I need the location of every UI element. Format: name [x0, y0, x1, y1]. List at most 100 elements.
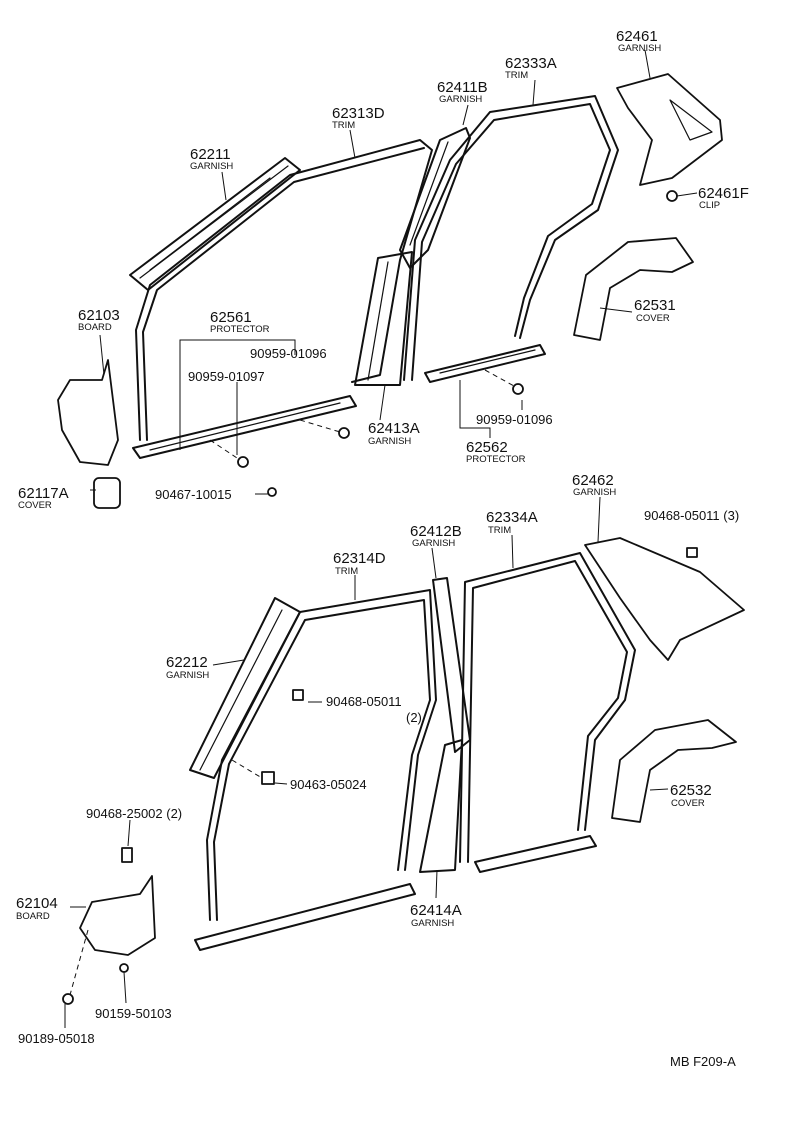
front-scuff-protector-62561 — [132, 395, 357, 459]
part-number: 62561 — [210, 309, 252, 326]
part-name: TRIM — [335, 566, 358, 577]
rear-door-trim-62333A — [403, 95, 619, 381]
label-62461: 62461 GARNISH — [616, 28, 661, 54]
top-leader-lines — [90, 49, 651, 495]
label-62104: 62104 BOARD — [16, 895, 58, 922]
label-62562: 62562 PROTECTOR — [466, 439, 526, 465]
label-62413A: 62413A GARNISH — [368, 420, 420, 447]
rear-door-trim-62334A — [459, 552, 636, 863]
clip-label-90468-05011-qty: (2) — [406, 710, 422, 725]
clip-label-90463-05024: 90463-05024 — [290, 777, 367, 792]
part-number: 62531 — [634, 297, 676, 314]
clip-label-90159-50103: 90159-50103 — [95, 1006, 172, 1021]
part-number: 62117A — [18, 485, 69, 502]
center-pillar-garnish-62414A — [419, 739, 463, 873]
front-door-trim-62313D — [135, 139, 433, 441]
part-number: 62412B — [410, 523, 462, 540]
part-name: GARNISH — [411, 918, 454, 929]
wheel-arch-cover-62531 — [573, 237, 694, 341]
screw-90959-01097 — [209, 439, 249, 468]
label-62411B: 62411B GARNISH — [437, 79, 488, 105]
board-62103 — [57, 359, 119, 466]
screw-label-90959-01096-front: 90959-01096 — [250, 346, 327, 361]
label-62462: 62462 GARNISH — [572, 472, 616, 498]
part-name: BOARD — [16, 911, 50, 922]
label-62532: 62532 COVER — [670, 782, 712, 809]
rear-scuff-lower — [474, 835, 597, 873]
clip-label-90468-05011-qty3: 90468-05011 (3) — [644, 508, 739, 523]
screw-label-90959-01096-rear: 90959-01096 — [476, 412, 553, 427]
quarter-garnish-62462 — [584, 537, 745, 661]
front-pillar-garnish-62211 — [129, 157, 301, 291]
part-number: 62334A — [486, 509, 538, 526]
part-number: 62103 — [78, 307, 120, 324]
part-name: BOARD — [78, 322, 112, 333]
part-number: 62411B — [437, 79, 488, 96]
front-pillar-garnish-62212 — [189, 597, 301, 779]
figure-reference: MB F209-A — [670, 1054, 736, 1069]
label-62561: 62561 PROTECTOR — [210, 309, 270, 335]
bolt-label-90467-10015: 90467-10015 — [155, 487, 232, 502]
part-number: 62413A — [368, 420, 420, 437]
part-name: PROTECTOR — [210, 324, 270, 335]
front-scuff-lower — [194, 883, 416, 951]
front-door-trim-62314D — [206, 589, 437, 921]
part-name: GARNISH — [166, 670, 209, 681]
part-number: 62562 — [466, 439, 508, 456]
label-62103: 62103 BOARD — [78, 307, 120, 333]
part-name: COVER — [671, 798, 705, 809]
quarter-garnish-62461 — [616, 73, 723, 186]
label-62461F: 62461F CLIP — [698, 185, 749, 211]
part-name: TRIM — [332, 120, 355, 131]
part-number: 62314D — [333, 550, 386, 567]
part-name: COVER — [636, 313, 670, 324]
label-62412B: 62412B GARNISH — [410, 523, 462, 549]
part-name: GARNISH — [439, 94, 482, 105]
clip-90468-05011-center — [292, 689, 304, 701]
center-pillar-garnish-62413A — [354, 251, 413, 386]
part-name: COVER — [18, 500, 52, 511]
label-62117A: 62117A COVER — [18, 485, 69, 511]
label-62531: 62531 COVER — [634, 297, 676, 324]
label-62211: 62211 GARNISH — [190, 146, 233, 172]
part-number: 62212 — [166, 654, 208, 671]
part-number: 62532 — [670, 782, 712, 799]
rear-scuff-protector-62562 — [424, 344, 546, 383]
label-62313D: 62313D TRIM — [332, 105, 385, 131]
part-number: 62104 — [16, 895, 58, 912]
part-number: 62462 — [572, 472, 614, 489]
part-name: GARNISH — [573, 487, 616, 498]
screw-90959-01096-rear — [484, 369, 524, 395]
part-name: GARNISH — [618, 43, 661, 54]
clip-label-90468-25002: 90468-25002 (2) — [86, 806, 182, 821]
screw-label-90959-01097: 90959-01097 — [188, 369, 265, 384]
label-62414A: 62414A GARNISH — [410, 902, 462, 929]
part-name: GARNISH — [190, 161, 233, 172]
bottom-leader-lines — [64, 496, 669, 1028]
part-name: PROTECTOR — [466, 454, 526, 465]
part-name: CLIP — [699, 200, 720, 211]
part-name: TRIM — [505, 70, 528, 81]
part-number: 62313D — [332, 105, 385, 122]
part-name: GARNISH — [412, 538, 455, 549]
label-62333A: 62333A TRIM — [505, 55, 557, 81]
clip-90468-05011-rear — [686, 547, 698, 558]
part-number: 62461F — [698, 185, 749, 202]
clip-62461F — [666, 190, 698, 202]
clip-label-90468-05011: 90468-05011 — [326, 694, 402, 709]
part-name: GARNISH — [368, 436, 411, 447]
bolt-90467-10015 — [267, 487, 277, 497]
wheel-arch-cover-62532 — [611, 719, 737, 823]
clip-label-90189-05018: 90189-05018 — [18, 1031, 95, 1046]
clip-90159-50103 — [119, 963, 129, 973]
label-62212: 62212 GARNISH — [166, 654, 209, 681]
part-name: TRIM — [488, 525, 511, 536]
board-62104 — [79, 875, 156, 956]
clip-90468-25002 — [121, 847, 133, 863]
part-number: 62333A — [505, 55, 557, 72]
screw-90959-01096-front — [299, 419, 350, 439]
clip-90463-05024 — [231, 759, 275, 785]
cover-62117A — [93, 477, 121, 509]
part-number: 62211 — [190, 146, 231, 163]
